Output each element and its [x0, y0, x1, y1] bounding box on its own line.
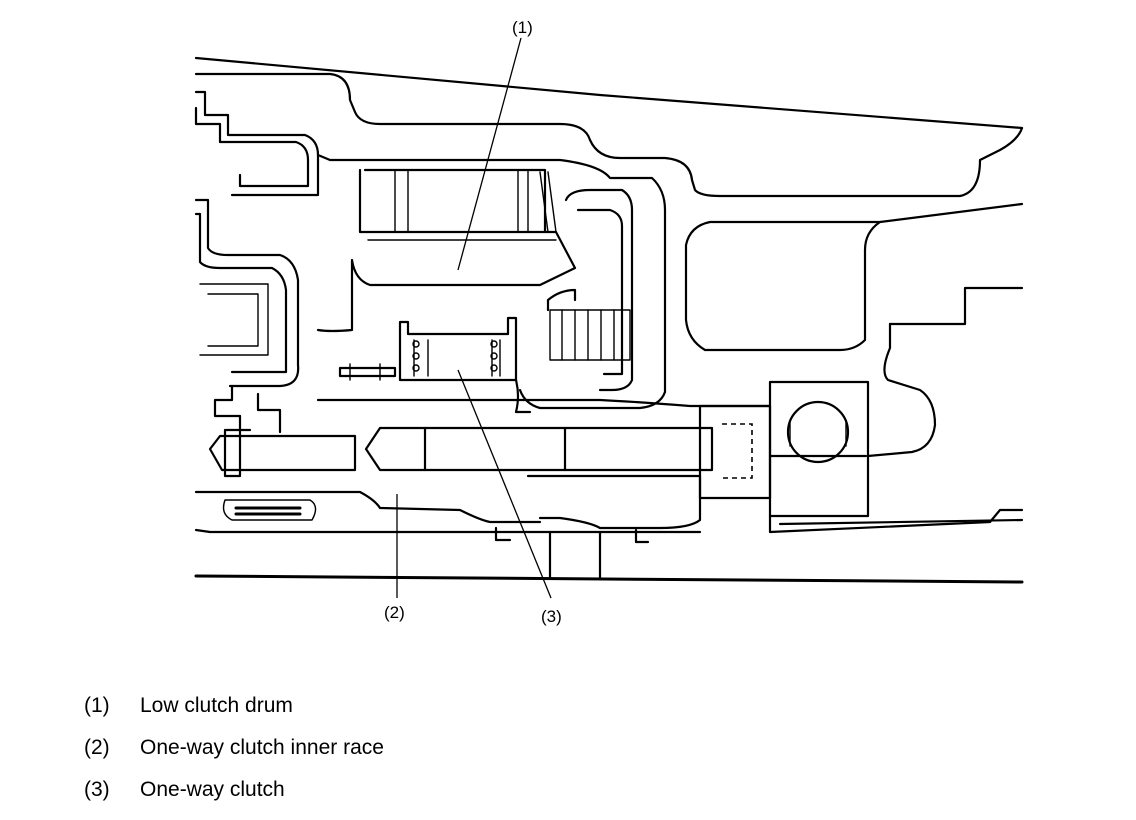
- base-line: [194, 574, 1024, 584]
- callout-3: (3): [541, 607, 562, 626]
- leader-line-1: [457, 37, 522, 271]
- left-piston-housing: [194, 90, 320, 478]
- legend-label: Low clutch drum: [140, 694, 293, 717]
- legend-label: One-way clutch inner race: [140, 736, 384, 759]
- shaft-and-inner-race-shape: [194, 398, 772, 580]
- one-way-clutch-shape: [338, 316, 532, 414]
- low-clutch-drum-shape: [316, 153, 667, 410]
- leader-line-3: [457, 369, 552, 599]
- callout-1: (1): [512, 18, 533, 37]
- bearing-and-cap-shape: [698, 380, 1024, 534]
- legend: (1) Low clutch drum (2) One-way clutch i…: [84, 694, 384, 820]
- legend-item: (1) Low clutch drum: [84, 694, 384, 736]
- legend-number: (1): [84, 694, 110, 717]
- legend-number: (3): [84, 778, 110, 801]
- legend-number: (2): [84, 736, 110, 759]
- callout-2: (2): [384, 603, 405, 622]
- transmission-case-outline: [194, 56, 1024, 458]
- legend-item: (2) One-way clutch inner race: [84, 736, 384, 778]
- legend-item: (3) One-way clutch: [84, 778, 384, 820]
- legend-label: One-way clutch: [140, 778, 285, 801]
- transmission-cross-section-diagram: (1) (2) (3): [194, 18, 1024, 626]
